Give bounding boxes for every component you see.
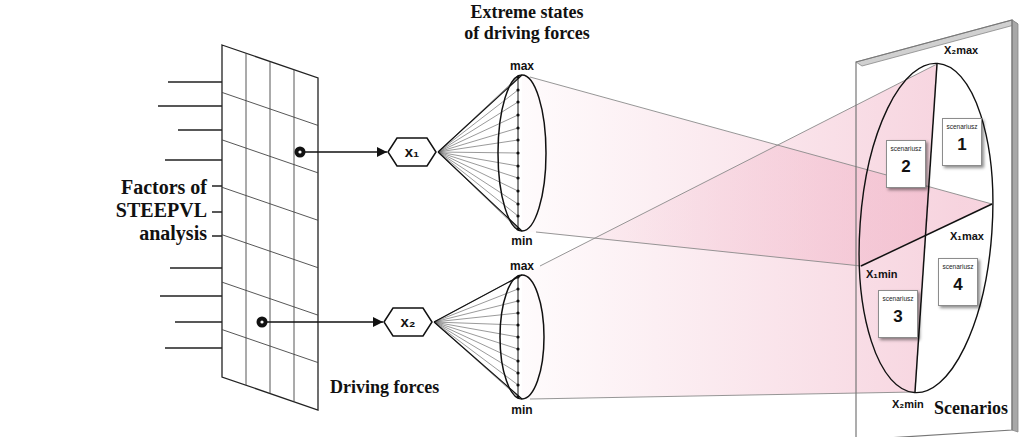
- hexagon-outline: [388, 138, 436, 166]
- panel-top-edge: [856, 20, 1018, 66]
- factor-dot-center: [298, 150, 301, 153]
- state-axis: [518, 277, 519, 397]
- state-ellipse: [498, 75, 546, 231]
- heading-label: Extreme states of driving forces: [462, 2, 592, 43]
- force-symbol: x₂: [400, 307, 415, 337]
- projection-line: [530, 64, 992, 399]
- state-axis: [518, 77, 519, 229]
- extreme-label: min: [511, 234, 532, 248]
- grid-line: [270, 62, 271, 394]
- grid-line: [294, 70, 295, 402]
- heading-label: Driving forces: [330, 377, 439, 398]
- scenario-card: scenariusz 1: [942, 118, 982, 166]
- arrow-connector: [318, 151, 387, 153]
- grid-line: [222, 330, 318, 363]
- scenario-word: scenariusz: [890, 145, 921, 152]
- extreme-label: max: [510, 259, 534, 273]
- grid-line: [222, 92, 318, 125]
- fan-lines: [438, 77, 518, 229]
- grid-line: [222, 235, 318, 268]
- scenario-word: scenariusz: [882, 295, 913, 302]
- grid-heading: Factors of STEEPVL analysis: [77, 176, 207, 245]
- extreme-label: min: [511, 403, 532, 417]
- grid-line: [222, 187, 318, 220]
- scenario-word: scenariusz: [942, 263, 973, 270]
- panel-face: [856, 20, 1012, 437]
- factor-grid-outline: [222, 45, 318, 410]
- grid-line: [246, 53, 247, 385]
- driving-force-hexagon: x₂: [383, 307, 433, 337]
- factor-dot: [257, 317, 268, 328]
- factor-grid: Factors of STEEPVL analysis: [222, 45, 318, 410]
- cone-outline: [438, 75, 522, 231]
- axis-label: X₁max: [950, 230, 984, 243]
- scenario-number: 4: [953, 276, 962, 295]
- scenario-axis: [915, 64, 937, 392]
- projection-shade: [522, 64, 937, 399]
- scenario-card: scenariusz 4: [938, 258, 978, 306]
- scenario-panel-outline: [850, 14, 1022, 437]
- panel-heading: Scenarios: [934, 398, 1008, 419]
- scenario-panel: Scenariosscenariusz1scenariusz2scenarius…: [850, 14, 1022, 437]
- grid-lines: [222, 53, 318, 402]
- state-dots: [516, 277, 519, 397]
- scenario-number: 1: [957, 136, 966, 155]
- panel-side-edge: [1012, 20, 1018, 432]
- cone-outline: [434, 275, 522, 399]
- axis-label: X₂max: [944, 44, 978, 57]
- scenario-card: scenariusz 3: [878, 290, 918, 338]
- grid-outline: [222, 45, 318, 410]
- axis-label: X₁min: [866, 268, 897, 281]
- factor-lead: [262, 321, 318, 323]
- connector-group: [318, 152, 387, 322]
- extreme-state-cone: [438, 75, 546, 231]
- state-ellipse: [500, 275, 544, 399]
- factor-dot-center: [260, 320, 263, 323]
- axis-label: X₂min: [892, 398, 924, 411]
- extreme-state-cone: [434, 275, 544, 399]
- state-dots: [516, 77, 519, 229]
- scenario-number: 2: [901, 158, 910, 177]
- hexagon-outline: [384, 308, 432, 336]
- projection-shade: [522, 64, 992, 399]
- grid-line: [222, 282, 318, 315]
- grid-line: [222, 140, 318, 173]
- scenario-number: 3: [893, 308, 902, 327]
- factor-dot: [295, 147, 306, 158]
- driving-force-hexagon: x₁: [387, 137, 437, 167]
- scenario-card: scenariusz 2: [886, 140, 926, 188]
- extreme-label: max: [510, 59, 534, 73]
- force-symbol: x₁: [405, 137, 420, 167]
- scenario-word: scenariusz: [946, 123, 977, 130]
- arrow-connector: [318, 321, 383, 323]
- scenario-circle: [849, 59, 1004, 397]
- scenario-axis: [861, 204, 992, 266]
